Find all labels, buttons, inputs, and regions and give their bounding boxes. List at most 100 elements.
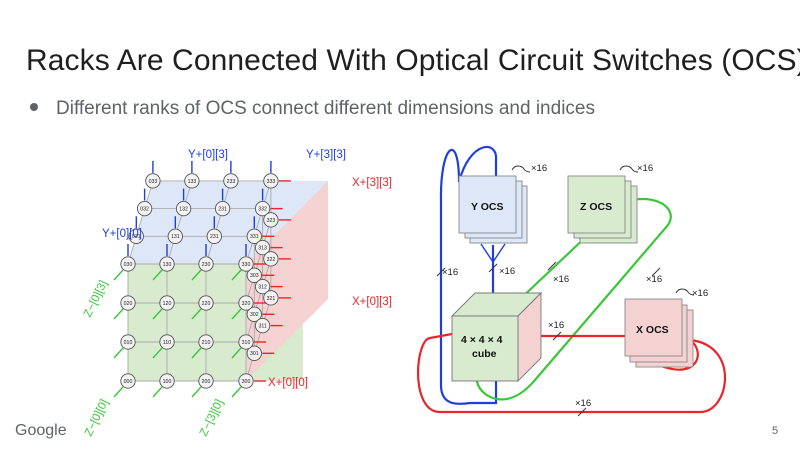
cube-node: 332 bbox=[254, 200, 271, 217]
x-ocs-brace-icon bbox=[675, 288, 695, 296]
node-circle bbox=[184, 173, 200, 189]
cube-node: 100 bbox=[159, 373, 175, 389]
bullet-text: Different ranks of OCS connect different… bbox=[56, 98, 595, 119]
node-circle bbox=[198, 295, 214, 311]
cube-node: 330 bbox=[238, 256, 254, 272]
node-circle bbox=[128, 228, 144, 244]
node-label: 313 bbox=[258, 246, 267, 252]
multiplier-z-cube: ×16 bbox=[553, 274, 569, 285]
node-circle bbox=[120, 256, 136, 272]
page-number: 5 bbox=[772, 425, 779, 437]
node-label: 132 bbox=[179, 207, 188, 213]
multiplier-y-loop: ×16 bbox=[442, 267, 458, 278]
node-circle bbox=[175, 200, 192, 217]
node-label: 020 bbox=[124, 301, 133, 307]
cube-node: 312 bbox=[254, 278, 271, 295]
cube-node: 210 bbox=[198, 334, 214, 350]
x-ocs-stack: X OCS ×16 bbox=[624, 288, 708, 368]
cube-node: 301 bbox=[246, 345, 262, 361]
y-link-stubs bbox=[127, 160, 272, 256]
node-label: 312 bbox=[258, 285, 267, 291]
multiplier-z-loop: ×16 bbox=[646, 274, 662, 285]
z-stub bbox=[113, 347, 124, 359]
grid-line bbox=[205, 180, 232, 265]
x-link-stubs bbox=[254, 180, 291, 382]
node-label: 302 bbox=[250, 312, 259, 318]
z-ocs-brace-icon bbox=[619, 165, 639, 173]
node-circle bbox=[120, 334, 136, 350]
node-circle bbox=[120, 373, 136, 389]
z-link-stubs bbox=[113, 269, 242, 398]
node-label: 110 bbox=[163, 340, 171, 346]
node-label: 303 bbox=[250, 273, 259, 279]
cube-node: 323 bbox=[263, 212, 279, 228]
node-label: 000 bbox=[124, 379, 133, 385]
z-stub bbox=[191, 347, 202, 359]
node-label: 100 bbox=[163, 379, 172, 385]
ocs-topology-diagram bbox=[416, 145, 726, 414]
node-circle bbox=[254, 239, 271, 256]
z-stub bbox=[152, 269, 163, 281]
cube-node: 311 bbox=[254, 317, 271, 334]
z-ocs-label: Z OCS bbox=[580, 201, 612, 213]
node-label: 321 bbox=[267, 296, 276, 302]
cube-node: 030 bbox=[120, 256, 136, 272]
cube-node: 333 bbox=[263, 173, 279, 189]
cube-node: 130 bbox=[159, 256, 175, 272]
cube-node: 020 bbox=[120, 295, 136, 311]
cube-grid-lines bbox=[127, 180, 272, 382]
cube-node: 033 bbox=[145, 173, 161, 189]
node-label: 133 bbox=[188, 179, 197, 185]
node-circle bbox=[254, 200, 271, 217]
node-label: 030 bbox=[124, 262, 133, 268]
cube-node: 331 bbox=[246, 228, 262, 244]
node-circle bbox=[254, 278, 271, 295]
x-ocs-multiplier: ×16 bbox=[692, 288, 708, 299]
bullet-item: Different ranks of OCS connect different… bbox=[30, 98, 595, 120]
node-label: 032 bbox=[140, 207, 149, 213]
node-circle bbox=[198, 373, 214, 389]
z-stub bbox=[231, 347, 242, 359]
cube-node: 133 bbox=[184, 173, 200, 189]
node-label: 311 bbox=[258, 324, 266, 330]
node-circle bbox=[198, 334, 214, 350]
cube-node: 231 bbox=[214, 200, 231, 217]
cube-node: 032 bbox=[136, 200, 153, 217]
node-label: 031 bbox=[132, 234, 141, 240]
node-label: 320 bbox=[242, 301, 251, 307]
cube-node: 131 bbox=[167, 228, 183, 244]
cube-node: 110 bbox=[159, 334, 175, 350]
node-circle bbox=[263, 251, 279, 267]
node-circle bbox=[263, 290, 279, 306]
label-x-0-3: X+[0][3] bbox=[352, 296, 392, 308]
grid-line bbox=[245, 180, 272, 265]
y-link-top bbox=[457, 145, 498, 183]
y-ocs-multiplier: ×16 bbox=[531, 163, 547, 174]
z-stub bbox=[113, 269, 124, 281]
y-ocs-stack: Y OCS ×16 bbox=[458, 163, 547, 244]
node-circle bbox=[159, 256, 175, 272]
cube-node: 000 bbox=[120, 373, 136, 389]
node-label: 033 bbox=[149, 179, 158, 185]
cube-node: 200 bbox=[198, 373, 214, 389]
node-label: 322 bbox=[267, 257, 276, 263]
node-label: 210 bbox=[202, 340, 211, 346]
node-circle bbox=[198, 256, 214, 272]
cube-node: 010 bbox=[120, 334, 136, 350]
cube-node: 310 bbox=[238, 334, 254, 350]
link-multipliers: ×16 ×16 ×16 ×16 ×16 ×16 bbox=[436, 261, 662, 417]
cube-node: 230 bbox=[198, 256, 214, 272]
grid-line bbox=[245, 258, 272, 343]
node-circle bbox=[145, 173, 161, 189]
z-stub bbox=[191, 269, 202, 281]
x-link-loop bbox=[416, 332, 726, 414]
node-circle bbox=[159, 334, 175, 350]
y-ocs-label: Y OCS bbox=[471, 201, 503, 213]
bullet-dot-icon bbox=[30, 102, 38, 111]
cube-node: 303 bbox=[246, 267, 262, 283]
node-label: 231 bbox=[218, 207, 227, 213]
label-x-0-0: X+[0][0] bbox=[268, 377, 308, 389]
node-circle bbox=[246, 228, 262, 244]
